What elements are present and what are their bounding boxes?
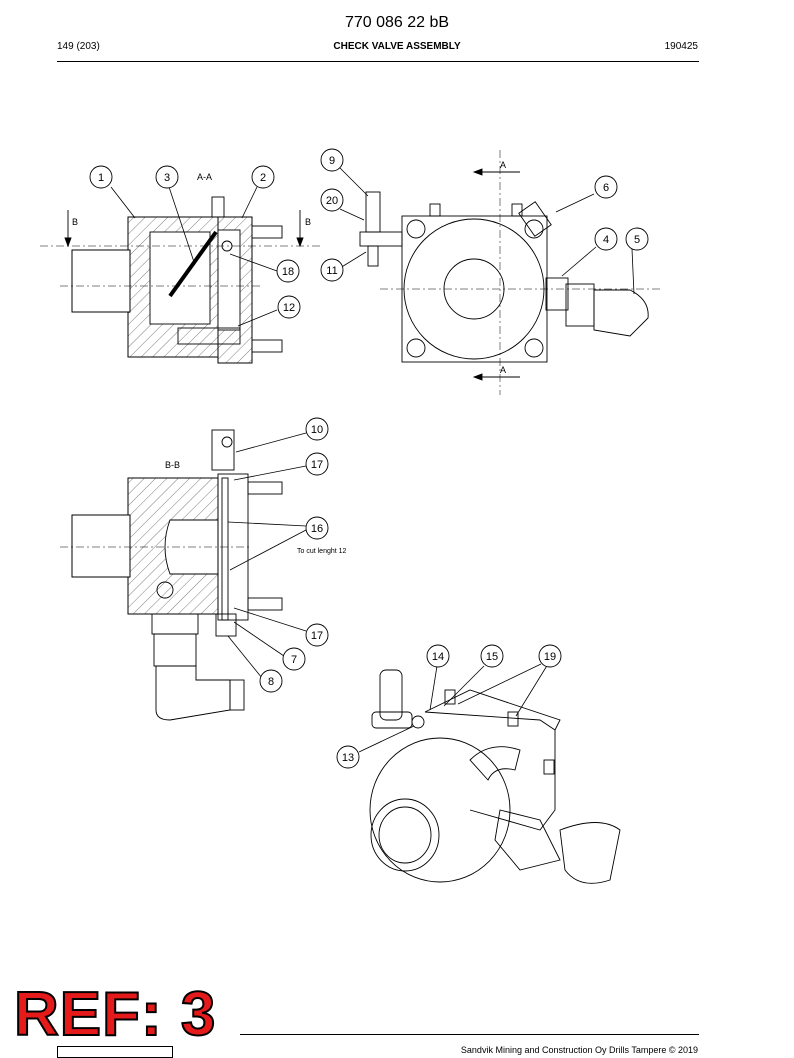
callout-bubbles: 1 2 3 4 5 6 7 8 9 10 11 12 13 14 15 16 1… (89, 148, 649, 769)
svg-text:15: 15 (486, 651, 498, 663)
callout-20: 20 (320, 188, 344, 212)
callout-18: 18 (276, 259, 300, 283)
svg-text:13: 13 (342, 752, 354, 764)
footer-rule (240, 1034, 699, 1035)
svg-text:18: 18 (282, 266, 294, 278)
footer-copyright: Sandvik Mining and Construction Oy Drill… (460, 1045, 698, 1055)
svg-text:3: 3 (164, 172, 170, 184)
cut-length-note: To cut lenght 12 (297, 548, 347, 555)
callout-1: 1 (89, 165, 113, 189)
svg-text:1: 1 (98, 172, 104, 184)
callout-16: 16 (305, 516, 329, 540)
svg-text:10: 10 (311, 424, 323, 436)
callout-10: 10 (305, 417, 329, 441)
callout-19: 19 (538, 644, 562, 668)
callout-9: 9 (320, 148, 344, 172)
callout-2: 2 (251, 165, 275, 189)
svg-text:4: 4 (603, 234, 609, 246)
svg-text:19: 19 (544, 651, 556, 663)
callout-6: 6 (594, 175, 618, 199)
ref-stamp: REF: 3 (13, 980, 217, 1049)
logo-box (57, 1046, 173, 1058)
svg-text:17: 17 (311, 459, 323, 471)
svg-text:5: 5 (634, 234, 640, 246)
svg-text:7: 7 (291, 654, 297, 666)
callout-3: 3 (155, 165, 179, 189)
callout-17-bottom: 17 (305, 623, 329, 647)
callout-5: 5 (625, 227, 649, 251)
svg-text:11: 11 (326, 265, 337, 277)
document-number: 770 086 22 bB (344, 14, 450, 31)
svg-text:12: 12 (283, 302, 295, 314)
section-mark-a-bottom: A (500, 365, 506, 375)
callout-14: 14 (426, 644, 450, 668)
svg-text:2: 2 (260, 172, 266, 184)
date-code: 190425 (664, 41, 698, 52)
callout-7: 7 (282, 647, 306, 671)
callout-17-top: 17 (305, 452, 329, 476)
svg-text:20: 20 (326, 195, 338, 207)
svg-text:9: 9 (329, 155, 335, 167)
svg-text:8: 8 (268, 676, 274, 688)
section-aa-view (40, 196, 320, 364)
section-bb-view (60, 429, 283, 721)
page-title: CHECK VALVE ASSEMBLY (333, 41, 461, 52)
section-mark-a-top: A (500, 160, 506, 170)
callout-8: 8 (259, 669, 283, 693)
svg-text:6: 6 (603, 182, 609, 194)
header-rule (57, 61, 699, 62)
callout-12: 12 (277, 295, 301, 319)
callout-11: 11 (320, 258, 344, 282)
page-number: 149 (203) (57, 41, 100, 52)
section-mark-b-left: B (72, 217, 78, 227)
section-label-bb: B-B (165, 460, 180, 470)
svg-text:17: 17 (311, 630, 323, 642)
callout-4: 4 (594, 227, 618, 251)
callout-13: 13 (336, 745, 360, 769)
section-label-aa: A-A (197, 172, 212, 182)
isometric-view (369, 669, 621, 884)
front-view (359, 150, 660, 395)
svg-text:16: 16 (311, 523, 323, 535)
svg-text:14: 14 (432, 651, 444, 663)
section-mark-b-right: B (305, 217, 311, 227)
callout-15: 15 (480, 644, 504, 668)
leader-lines (110, 167, 635, 753)
